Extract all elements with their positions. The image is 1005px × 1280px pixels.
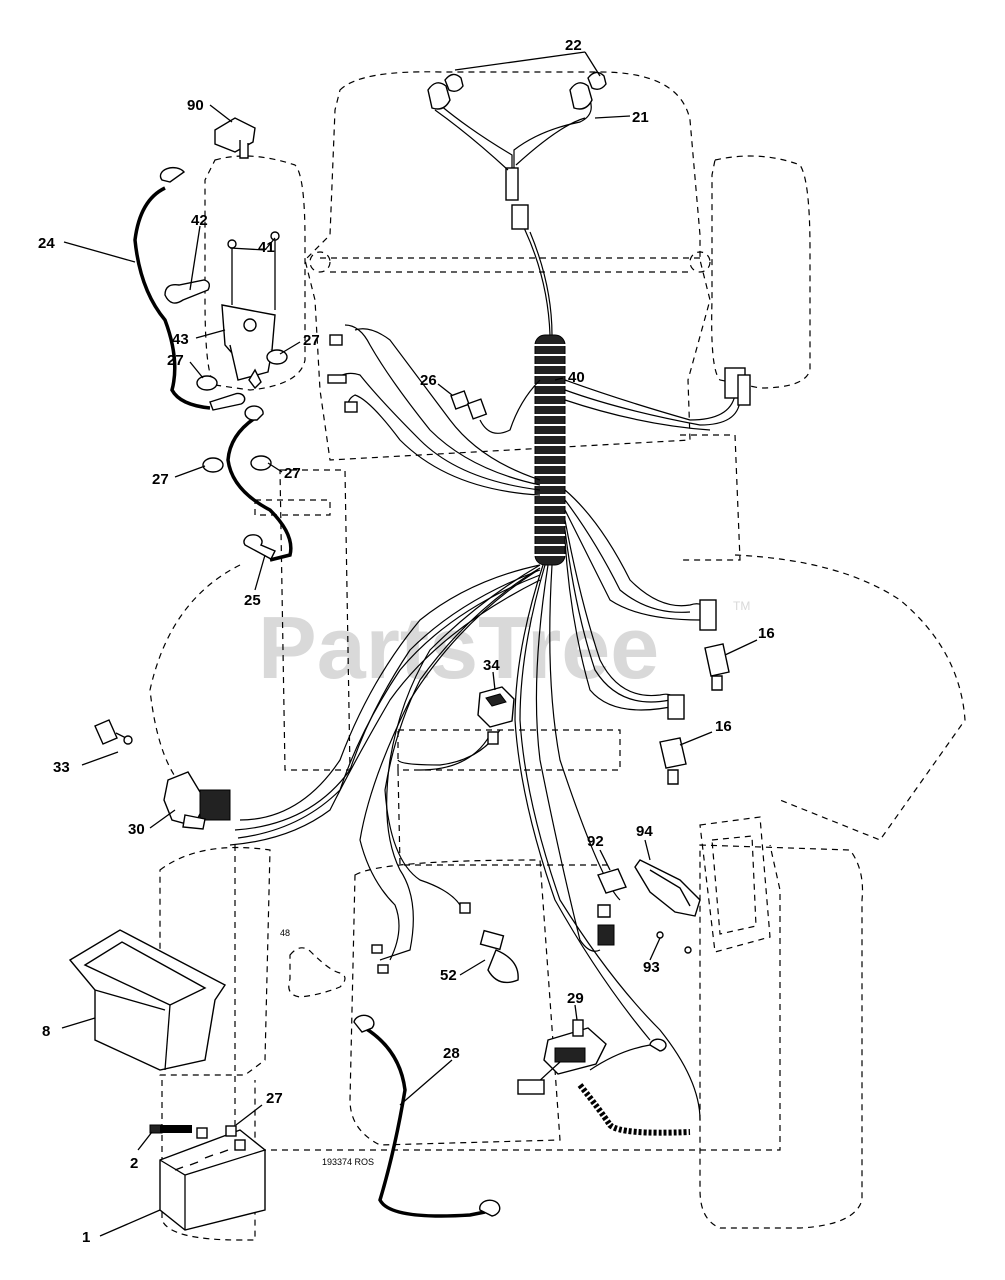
callout-29: 29	[567, 990, 584, 1007]
callout-93: 93	[643, 959, 660, 976]
callout-8: 8	[42, 1023, 50, 1040]
callout-27-b: 27	[167, 352, 184, 369]
callout-27-a: 27	[303, 332, 320, 349]
callout-33: 33	[53, 759, 70, 776]
callout-92: 92	[587, 833, 604, 850]
callout-labels: 1 2 8 16 16 21 22 24 25 26 27 27 27 27 2…	[38, 37, 775, 1246]
battery-cable-25	[226, 405, 293, 562]
callout-52: 52	[440, 967, 457, 984]
callout-41: 41	[258, 239, 275, 256]
callout-28: 28	[443, 1045, 460, 1062]
solenoid	[221, 231, 280, 390]
callout-25: 25	[244, 592, 261, 609]
screws-93	[656, 931, 692, 954]
battery	[159, 1127, 266, 1231]
callout-94: 94	[636, 823, 653, 840]
callout-24: 24	[38, 235, 55, 252]
harness-loom	[532, 334, 568, 566]
headlight-left	[427, 73, 464, 110]
shift-gate	[699, 816, 771, 953]
callout-27-d: 27	[284, 465, 301, 482]
switch-92	[597, 868, 627, 946]
connectors-small	[327, 334, 499, 974]
callout-40: 40	[568, 369, 585, 386]
callout-27-e: 27	[266, 1090, 283, 1107]
key-33	[94, 719, 133, 745]
part-48	[288, 947, 346, 998]
callout-1: 1	[82, 1229, 90, 1246]
plug-16-upper	[704, 643, 730, 691]
callout-42: 42	[191, 212, 208, 229]
switch-29	[517, 1019, 691, 1136]
bulb-52	[479, 929, 519, 984]
lock-nuts	[196, 349, 288, 473]
solenoid-boot	[164, 279, 211, 304]
battery-cable-24	[133, 166, 246, 411]
battery-nut	[225, 1125, 237, 1137]
callout-90: 90	[187, 97, 204, 114]
callout-27-c: 27	[152, 471, 169, 488]
callout-34: 34	[483, 657, 500, 674]
battery-bolt	[149, 1124, 192, 1134]
trademark: TM	[733, 599, 750, 613]
callout-16-upper: 16	[758, 625, 775, 642]
headlight-right	[569, 71, 607, 110]
switch-34	[477, 686, 515, 728]
callout-22: 22	[565, 37, 582, 54]
wiring-harness	[229, 99, 751, 1121]
battery-tray	[68, 929, 227, 1071]
watermark: PartsTree	[258, 598, 659, 697]
callout-26: 26	[420, 372, 437, 389]
part-90	[214, 117, 256, 159]
plug-16-lower	[659, 737, 687, 785]
callout-2: 2	[130, 1155, 138, 1172]
callout-43: 43	[172, 331, 189, 348]
callout-30: 30	[128, 821, 145, 838]
leader-lines	[61, 51, 758, 1237]
connector-26	[450, 390, 488, 420]
diagram-code: 193374 ROS	[322, 1157, 374, 1167]
ignition-switch-30	[163, 771, 231, 830]
callout-21: 21	[632, 109, 649, 126]
callout-16-lower: 16	[715, 718, 732, 735]
bracket-94	[634, 859, 701, 917]
cable-28	[353, 1014, 501, 1218]
callout-48: 48	[280, 928, 290, 938]
